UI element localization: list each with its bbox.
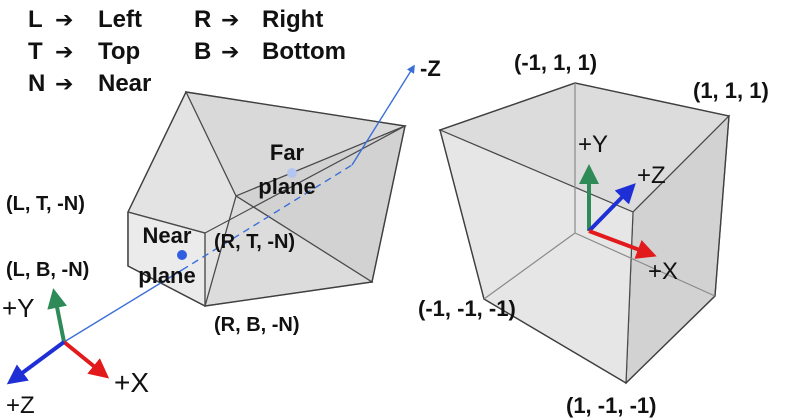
cube-corner-label-m1-1-1: (-1, 1, 1) bbox=[514, 50, 597, 75]
frustum-y-axis-arrow bbox=[47, 288, 67, 343]
legend-arrow-r: ➔ bbox=[221, 7, 239, 32]
cube-y-axis-label: +Y bbox=[578, 131, 608, 158]
legend-value-right: Right bbox=[262, 6, 323, 33]
cube-hidden-edge-right bbox=[574, 232, 716, 297]
frustum-x-axis-arrow bbox=[62, 340, 110, 379]
near-plane-label-line2: plane bbox=[138, 263, 195, 288]
frustum-z-axis-arrow bbox=[6, 340, 66, 385]
legend-key-r: R bbox=[194, 6, 211, 33]
frustum-x-axis-label: +X bbox=[114, 367, 149, 398]
legend-value-top: Top bbox=[98, 38, 140, 65]
corner-label-rt: (R, T, -N) bbox=[214, 231, 295, 253]
legend-key-n: N bbox=[28, 70, 45, 97]
far-plane-label-line1: Far bbox=[270, 140, 305, 165]
cube-hidden-edge-left bbox=[483, 232, 576, 300]
frustum-right-edge bbox=[204, 125, 406, 234]
legend-value-bottom: Bottom bbox=[262, 38, 346, 65]
legend-arrow-l: ➔ bbox=[55, 7, 73, 32]
legend-value-left: Left bbox=[98, 6, 142, 33]
legend: L ➔ Left T ➔ Top N ➔ Near R ➔ Right B ➔ … bbox=[28, 6, 346, 97]
legend-arrow-b: ➔ bbox=[221, 39, 239, 64]
corner-label-lb: (L, B, -N) bbox=[6, 259, 89, 281]
corner-label-rb: (R, B, -N) bbox=[214, 314, 300, 336]
legend-key-t: T bbox=[28, 38, 43, 65]
cube-x-axis-label: +X bbox=[648, 258, 678, 285]
view-ray-outer-segment bbox=[63, 269, 183, 343]
near-plane-label-line1: Near bbox=[143, 223, 192, 248]
far-plane-point bbox=[287, 168, 297, 178]
frustum-y-axis-label: +Y bbox=[2, 293, 35, 323]
legend-arrow-n: ➔ bbox=[55, 71, 73, 96]
cube-z-axis-arrow bbox=[587, 183, 636, 233]
view-ray-arrow bbox=[351, 64, 415, 166]
cube-z-axis-label: +Z bbox=[637, 162, 666, 189]
view-ray-dashed-segment bbox=[181, 164, 353, 271]
near-plane-point bbox=[177, 250, 187, 260]
legend-key-b: B bbox=[194, 38, 211, 65]
frustum-axes: +Y +X +Z bbox=[2, 288, 149, 419]
cube-corner-label-1-m1-m1: (1, -1, -1) bbox=[566, 393, 656, 418]
frustum-z-axis-label: +Z bbox=[6, 392, 35, 419]
ndc-cube bbox=[438, 82, 731, 385]
frustum bbox=[127, 90, 408, 307]
cube-corner-label-m1-m1-m1: (-1, -1, -1) bbox=[418, 296, 516, 321]
frustum-near-top-edge bbox=[127, 211, 206, 234]
far-plane-label-line2: plane bbox=[258, 174, 315, 199]
legend-key-l: L bbox=[28, 6, 43, 33]
legend-arrow-t: ➔ bbox=[55, 39, 73, 64]
cube-corner-label-1-1-1: (1, 1, 1) bbox=[693, 78, 769, 103]
cube-x-axis-arrow bbox=[588, 229, 657, 259]
cube-axes: +Y +Z +X bbox=[578, 131, 678, 285]
view-ray bbox=[63, 64, 415, 343]
corner-label-lt: (L, T, -N) bbox=[6, 193, 85, 215]
legend-value-near: Near bbox=[98, 70, 151, 97]
neg-z-label: -Z bbox=[420, 56, 441, 81]
